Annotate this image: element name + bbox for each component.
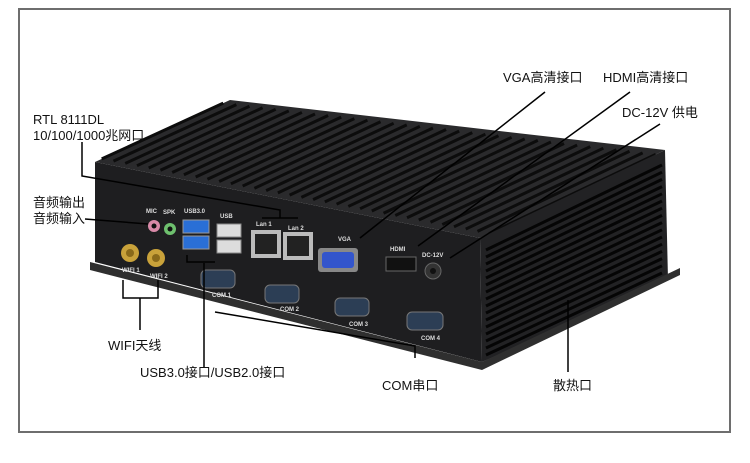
dc-label: DC-12V — [422, 253, 443, 259]
callout-dc: DC-12V 供电 — [622, 105, 698, 120]
com3-port[interactable] — [334, 297, 370, 317]
com1-label: COM 1 — [212, 293, 232, 299]
wifi2-label: WIFI 2 — [150, 274, 168, 280]
usb2-port-1[interactable] — [216, 223, 242, 238]
hdmi-port[interactable] — [385, 256, 417, 272]
callout-rtl-chip: RTL 8111DL — [33, 112, 105, 127]
callout-lan: 10/100/1000兆网口 — [33, 128, 145, 143]
device-front-panel — [95, 162, 482, 362]
spk-label: SPK — [163, 210, 176, 216]
usb-label: USB — [220, 214, 233, 220]
hdmi-label: HDMI — [390, 247, 406, 253]
lan1-label: Lan 1 — [256, 222, 272, 228]
com4-label: COM 4 — [421, 336, 441, 342]
callout-audio-out: 音频输出 — [33, 195, 86, 210]
side-vent-fins — [485, 163, 663, 357]
com2-port[interactable] — [264, 284, 300, 304]
callout-wifi: WIFI天线 — [108, 338, 162, 353]
wifi1-label: WIFI 1 — [122, 268, 140, 274]
lan2-label: Lan 2 — [288, 226, 304, 232]
callout-usb: USB3.0接口/USB2.0接口 — [140, 365, 286, 380]
usb2-port-2[interactable] — [216, 239, 242, 254]
mounting-bracket — [90, 262, 680, 370]
callout-audio-in: 音频输入 — [33, 211, 86, 226]
com1-port[interactable] — [200, 269, 236, 289]
mic-label: MIC — [146, 209, 158, 215]
com4-port[interactable] — [406, 311, 444, 331]
callout-lines — [81, 91, 661, 372]
callout-com: COM串口 — [382, 378, 439, 393]
usb3-port-1[interactable] — [182, 219, 210, 234]
callout-vga: VGA高清接口 — [503, 70, 583, 85]
usb3-label: USB3.0 — [184, 209, 206, 215]
usb3-port-2[interactable] — [182, 235, 210, 250]
com3-label: COM 3 — [349, 322, 369, 328]
callout-hdmi: HDMI高清接口 — [603, 70, 689, 85]
vga-port[interactable] — [322, 252, 354, 268]
image-frame — [18, 8, 731, 433]
com2-label: COM 2 — [280, 307, 300, 313]
vga-label: VGA — [338, 237, 352, 243]
callout-vent: 散热口 — [553, 378, 593, 393]
